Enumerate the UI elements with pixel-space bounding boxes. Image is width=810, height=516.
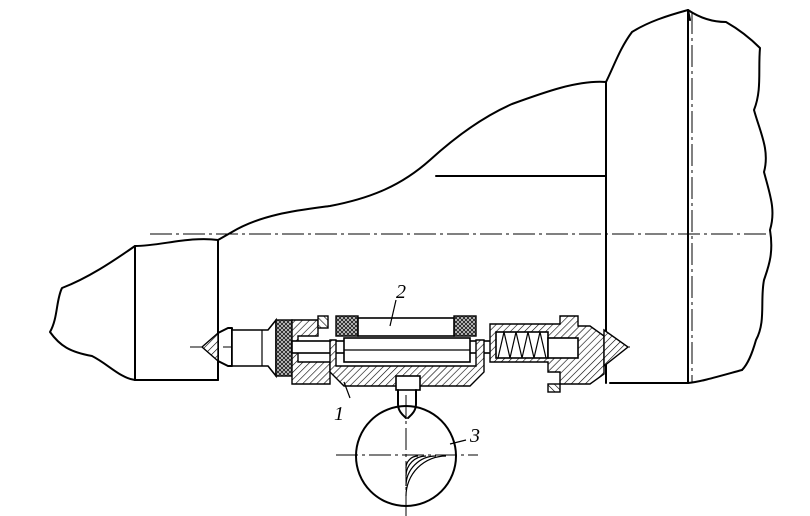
right-sleeve [489,315,605,393]
right-center-point [603,328,630,368]
label-part-2: 2 [396,281,406,303]
left-shaft [231,317,277,379]
label-part-3: 3 [469,425,480,447]
label-part-1: 1 [334,403,344,425]
wheel-part-2 [335,315,477,337]
leader-lines [343,299,467,445]
left-nut [275,315,331,385]
center-lines [150,12,770,516]
machine-body [49,9,774,384]
housing-part-1 [329,337,485,391]
ball-handle-part-3 [355,389,457,507]
